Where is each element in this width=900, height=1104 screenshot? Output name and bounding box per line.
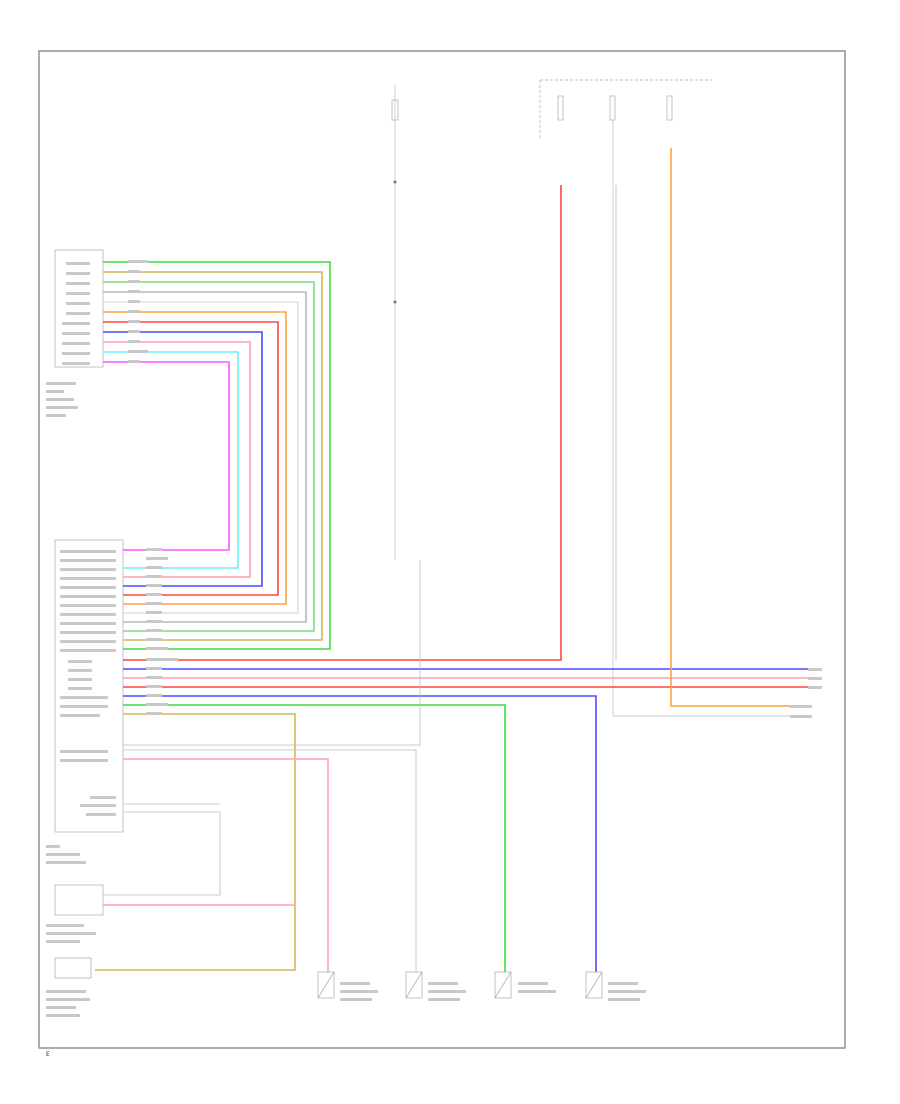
wire-light-green — [103, 281, 315, 632]
ambient-sensor-connector — [54, 957, 92, 979]
wire-blue-sensor — [123, 695, 597, 972]
control-unit-connector — [54, 539, 124, 833]
harness-wires — [103, 261, 331, 650]
wire-cyan — [103, 351, 239, 569]
control-pin-labels — [60, 550, 116, 816]
sensor-captions — [46, 924, 96, 1017]
fuse-2 — [609, 95, 616, 121]
wire-orange — [103, 311, 287, 605]
fuse-1 — [557, 95, 564, 121]
wire-tan — [103, 271, 323, 641]
wire-tag-labels — [128, 260, 822, 718]
wire-orange-feed — [670, 148, 812, 707]
wire-magenta — [103, 361, 230, 551]
wire-green-sensor — [123, 704, 506, 972]
thin-wires — [103, 185, 617, 972]
switch-pin-labels — [62, 262, 90, 365]
wire-gray — [103, 291, 307, 623]
fuse-left — [391, 99, 399, 121]
wire-red-feed — [123, 185, 562, 661]
wire-pink — [103, 341, 251, 578]
top-power-feeds — [391, 79, 812, 717]
diagram-frame — [38, 50, 846, 1049]
control-caption — [46, 845, 86, 864]
wire-red — [103, 321, 279, 596]
actuator-captions — [340, 982, 646, 1001]
diagram-code: E — [46, 1051, 50, 1058]
wire-green — [103, 261, 331, 650]
wire-blue — [103, 331, 263, 587]
switch-caption — [46, 382, 78, 417]
junction-dot — [393, 180, 397, 184]
wire-tan-sensor — [95, 713, 296, 971]
optical-sensor-connector — [54, 884, 104, 916]
combination-switch-connector — [54, 249, 104, 368]
wire-pink-sensor — [123, 758, 329, 972]
bottom-actuators — [317, 971, 603, 999]
junction-dot — [393, 300, 397, 304]
fuse-3 — [666, 95, 673, 121]
wire-white — [103, 301, 299, 614]
bus-wires — [95, 148, 812, 972]
